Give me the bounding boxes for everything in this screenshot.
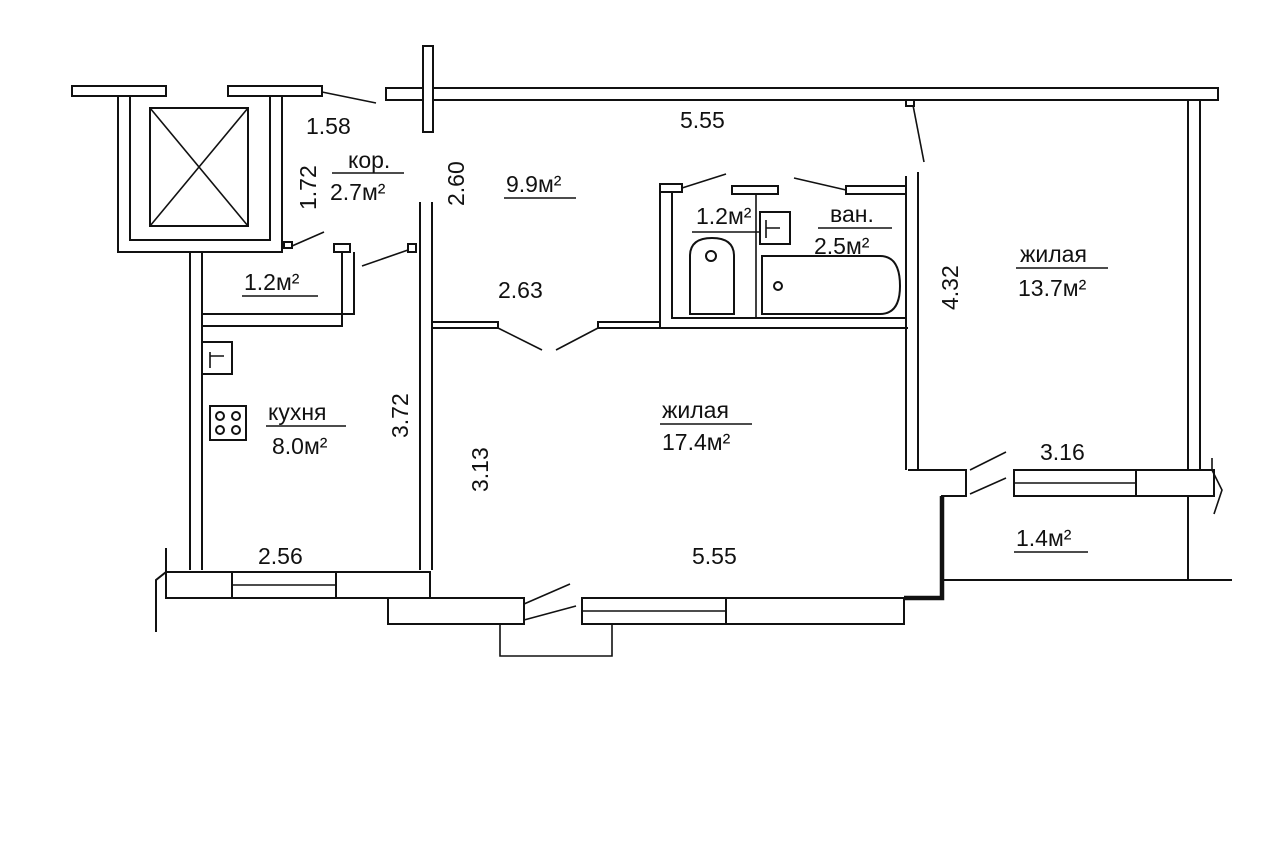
- door-swing-line: [523, 583, 571, 605]
- door-swing-line: [523, 605, 577, 621]
- door-stop: [333, 243, 351, 253]
- kitchen-left-wall: [189, 252, 203, 570]
- sink-fixture: [201, 341, 233, 375]
- balcony-wall: [908, 469, 1232, 581]
- door-swing-line: [793, 177, 847, 191]
- dimension-label: 5.55: [680, 107, 725, 133]
- room-name-kitchen: кухня: [268, 399, 326, 425]
- washbasin-tap: [765, 220, 780, 238]
- dimension-labels: 1.58 5.55 1.72 2.60 2.63 4.32 3.72 3.13 …: [258, 107, 1085, 569]
- wall-segment: [165, 571, 233, 599]
- dimension-label: 2.56: [258, 543, 303, 569]
- door-swing-line: [361, 249, 409, 267]
- room-area-living-right: 13.7м²: [1018, 275, 1087, 301]
- room-name-living-right: жилая: [1020, 241, 1087, 267]
- room-area-living-main: 17.4м²: [662, 429, 731, 455]
- shaft-outer-wall: [117, 96, 283, 253]
- room-area-closet: 1.2м²: [244, 269, 300, 295]
- closet-wall: [202, 252, 355, 327]
- bath-block: [659, 172, 919, 470]
- room-area-kitchen: 8.0м²: [272, 433, 328, 459]
- stove-icon: [209, 405, 247, 441]
- toilet-hole: [705, 250, 717, 262]
- door-swing-line: [497, 327, 543, 351]
- bath-right-wall: [905, 172, 919, 470]
- sink-tap: [209, 352, 224, 368]
- room-name-bath: ван.: [830, 201, 874, 227]
- hall-walls: [431, 321, 661, 351]
- right-room-walls: [908, 100, 1232, 581]
- bathtub: [761, 255, 902, 315]
- door-swing-line: [969, 451, 1007, 471]
- door-swing-line: [291, 231, 325, 247]
- top-exterior-wall: [385, 87, 1219, 101]
- kitchen-right-wall: [419, 202, 433, 570]
- bay-wall: [904, 496, 945, 601]
- room-area-wc: 1.2м²: [696, 203, 752, 229]
- bathtub-drain: [773, 281, 783, 291]
- partition-wall: [431, 321, 499, 329]
- wall-segment: [725, 597, 905, 625]
- bay-ledge: [499, 624, 613, 657]
- dimension-label: 1.72: [295, 165, 321, 210]
- shaft-cross-line: [149, 107, 249, 227]
- break-line: [1211, 458, 1223, 515]
- door-swing-line: [555, 327, 599, 351]
- door-swing-line: [681, 173, 727, 189]
- room-area-balcony: 1.4м²: [1016, 525, 1072, 551]
- wall-segment: [71, 85, 167, 97]
- wall-slant: [321, 91, 377, 104]
- shaft-inner-wall: [129, 96, 271, 241]
- kitchen-walls: [189, 202, 433, 570]
- shaft-block: [117, 96, 325, 253]
- right-exterior-wall: [1187, 100, 1201, 580]
- partition-wall: [845, 185, 907, 195]
- dimension-label: 3.16: [1040, 439, 1085, 465]
- break-line: [155, 548, 167, 632]
- dimension-label: 2.63: [498, 277, 543, 303]
- door-stop: [659, 183, 683, 193]
- partition-wall: [731, 185, 779, 195]
- room-area-hall: 9.9м²: [506, 171, 562, 197]
- dimension-label: 5.55: [692, 543, 737, 569]
- door-stop: [407, 243, 417, 253]
- room-labels: кор. 2.7м² 9.9м² 1.2м² ван. 2.5м² жилая …: [242, 147, 1108, 553]
- door-swing-line: [969, 477, 1007, 495]
- dimension-label: 1.58: [306, 113, 351, 139]
- dimension-label: 2.60: [443, 161, 469, 206]
- dimension-label: 4.32: [937, 265, 963, 310]
- wall-segment: [1135, 469, 1215, 497]
- wall-segment: [227, 85, 323, 97]
- bath-outer-wall: [659, 186, 908, 329]
- dimension-label: 3.72: [387, 393, 413, 438]
- wall-segment: [387, 597, 525, 625]
- door-swing-line: [911, 99, 925, 163]
- door-stop: [905, 99, 915, 107]
- room-area-corridor: 2.7м²: [330, 179, 386, 205]
- room-name-corridor: кор.: [348, 147, 390, 173]
- top-walls: [71, 45, 1219, 163]
- bottom-walls: [155, 496, 945, 657]
- door-stop: [283, 241, 293, 249]
- dimension-label: 3.13: [467, 447, 493, 492]
- room-area-bath: 2.5м²: [814, 233, 870, 259]
- wall-segment: [335, 571, 431, 599]
- partition-wall: [597, 321, 661, 329]
- wall-pillar: [422, 45, 434, 133]
- room-name-living-main: жилая: [662, 397, 729, 423]
- toilet: [689, 236, 735, 315]
